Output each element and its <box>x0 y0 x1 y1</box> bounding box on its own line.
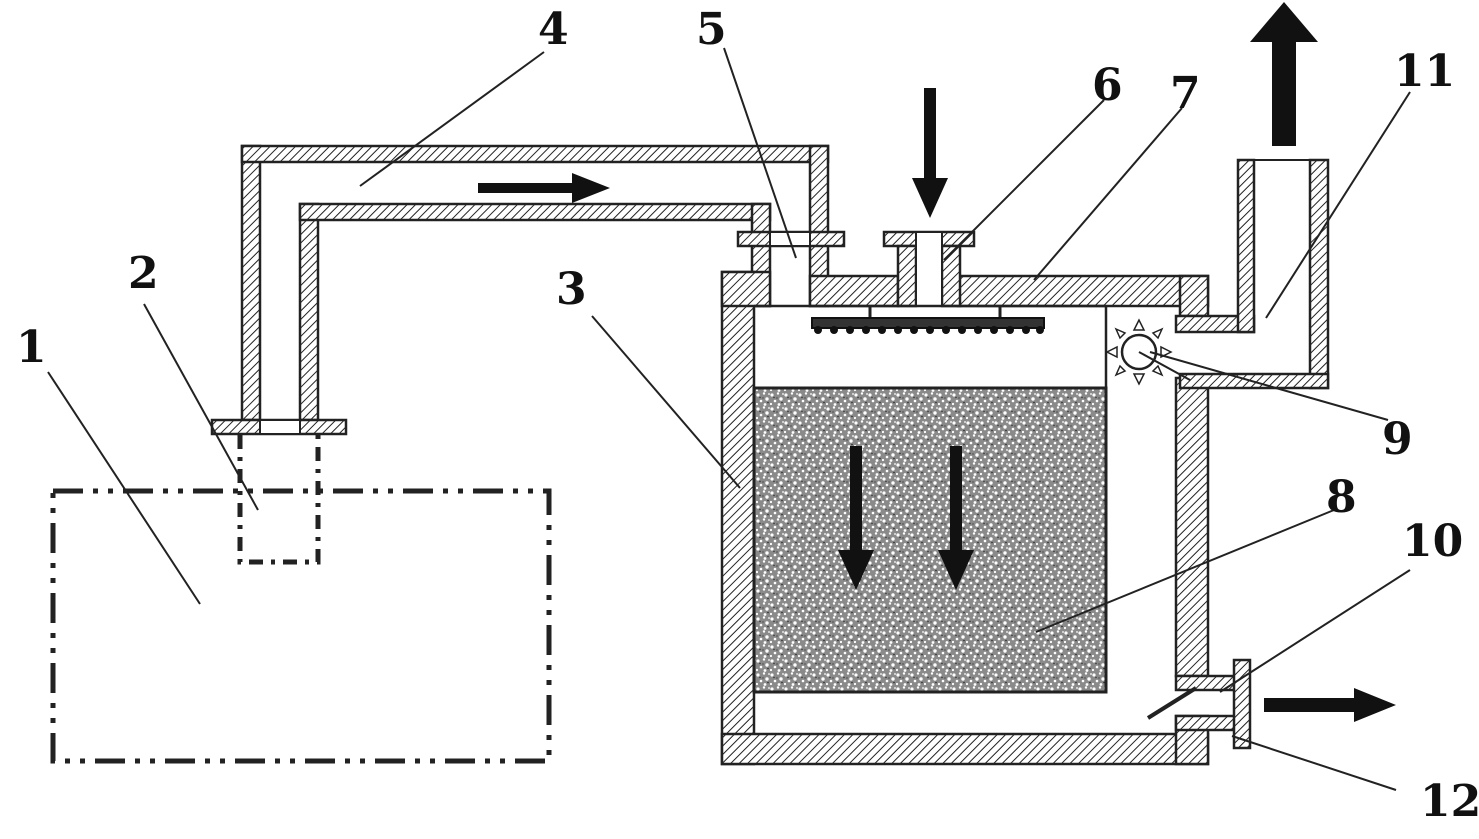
label-9: 9 <box>1382 414 1413 465</box>
label-3: 3 <box>556 264 587 315</box>
exhaust-arrow <box>1250 2 1318 146</box>
outflow-arrow <box>1264 688 1396 722</box>
label-11: 11 <box>1394 46 1455 97</box>
label-8: 8 <box>1326 472 1357 523</box>
label-6: 6 <box>1092 60 1123 111</box>
label-10: 10 <box>1402 516 1463 567</box>
leader-lines <box>47 47 1411 791</box>
bed-flow-arrows <box>838 446 974 590</box>
duct <box>210 144 846 436</box>
outlet-pipe <box>1174 158 1330 390</box>
label-4: 4 <box>538 4 569 55</box>
label-12: 12 <box>1420 776 1479 827</box>
label-1: 1 <box>16 322 47 373</box>
label-2: 2 <box>128 248 159 299</box>
inlet-arrow <box>912 88 948 218</box>
top-nozzle <box>882 230 976 308</box>
label-5: 5 <box>696 4 727 55</box>
side-outlet <box>1146 658 1252 750</box>
spray-plate <box>811 306 1045 334</box>
sun-icon <box>1105 318 1191 386</box>
label-7: 7 <box>1170 68 1201 119</box>
packed-bed <box>752 386 1108 694</box>
source-box <box>50 488 552 764</box>
duct-flow-arrow <box>478 173 610 203</box>
